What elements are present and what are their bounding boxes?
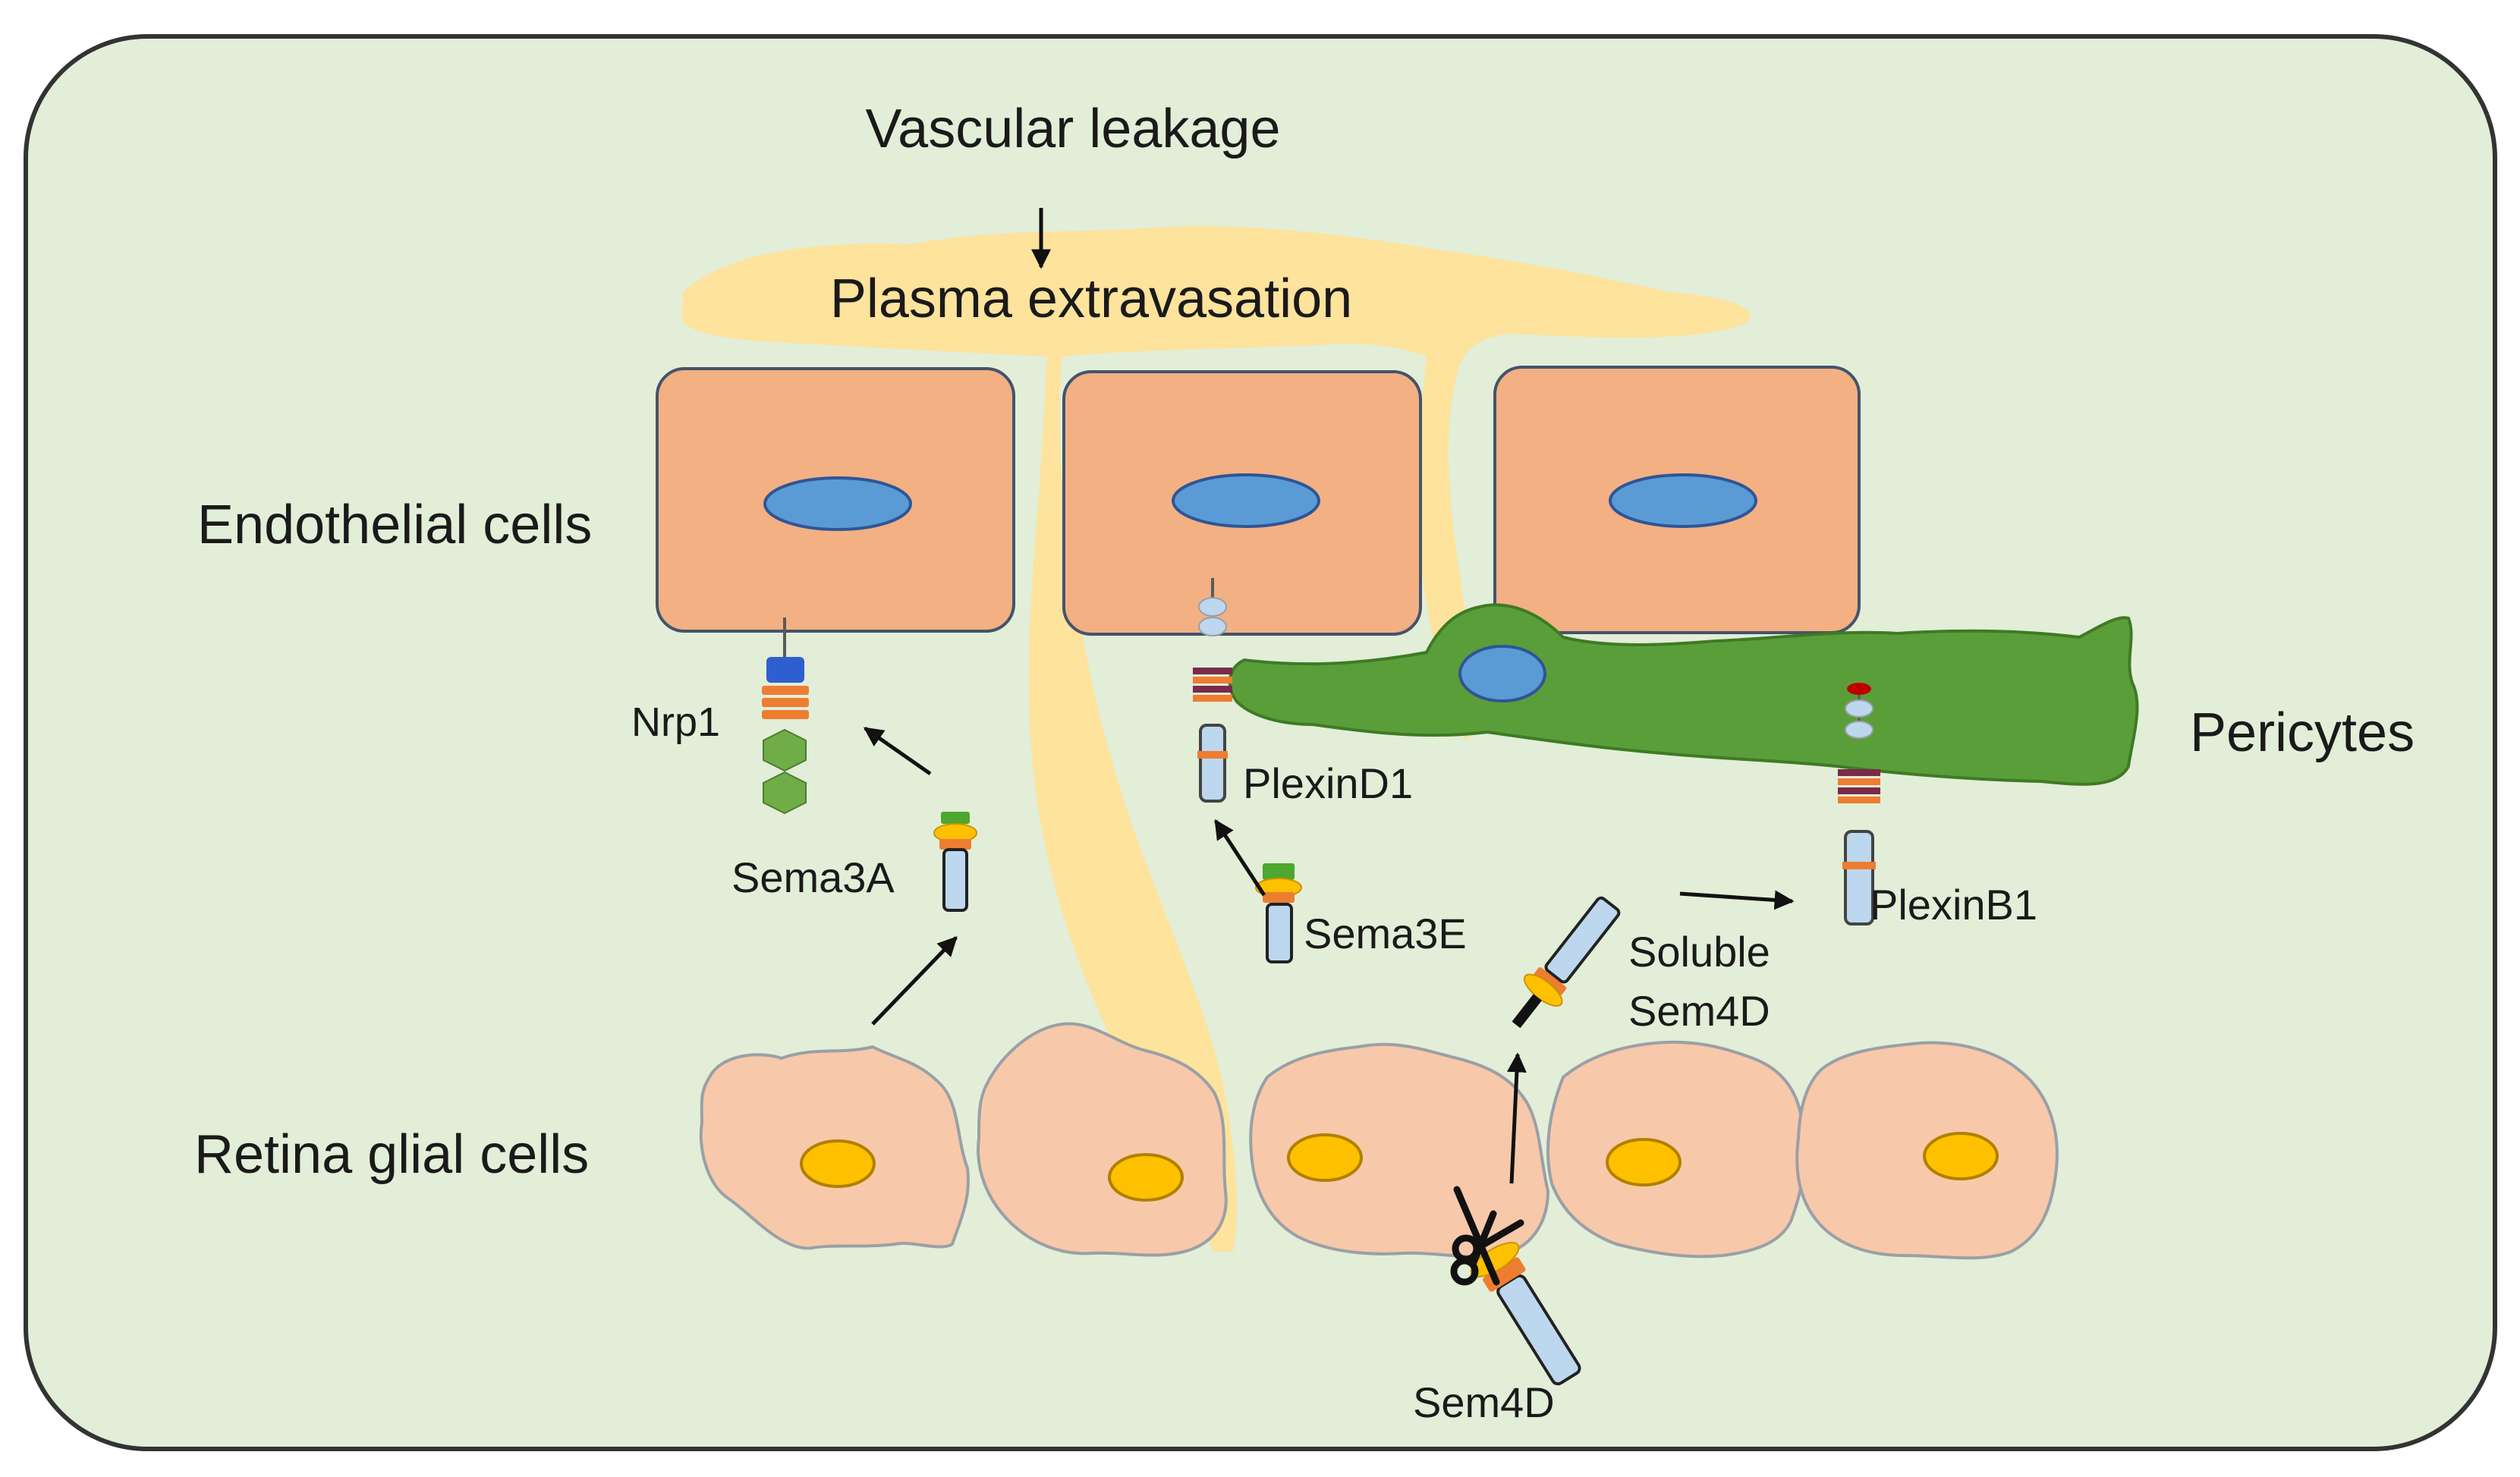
label-plexinb1: PlexinB1	[1870, 881, 2037, 929]
glial-cell-4	[1546, 1040, 1807, 1259]
glial-cell-3	[1249, 1042, 1550, 1259]
pericyte-nucleus	[1458, 645, 1546, 702]
title-vascular-leakage: Vascular leakage	[866, 99, 1281, 159]
endothelial-cell-2	[1062, 370, 1422, 636]
glial-nucleus	[1923, 1132, 1999, 1180]
plexinb1-receptor	[1838, 683, 1880, 925]
endothelial-nucleus	[1172, 473, 1320, 528]
arrow-sema3e-to-plexind1	[1213, 819, 1266, 897]
label-soluble: Soluble	[1628, 928, 1770, 976]
scissors-icon	[1450, 1186, 1524, 1286]
label-plasma-extravasation: Plasma extravasation	[830, 269, 1352, 329]
arrows	[863, 208, 1795, 1184]
arrow-cleavage-to-soluble	[1506, 1052, 1527, 1184]
label-plexind1: PlexinD1	[1243, 759, 1413, 807]
glial-cell-2	[977, 1022, 1228, 1257]
soluble-sem4d	[1512, 896, 1621, 1029]
glial-nucleus	[1606, 1138, 1682, 1186]
endothelial-cell-1	[656, 367, 1015, 633]
pericyte-cell	[1228, 603, 2139, 786]
nrp1-receptor	[762, 618, 809, 815]
label-sema3e: Sema3E	[1304, 910, 1467, 957]
label-nrp1: Nrp1	[631, 699, 720, 745]
arrow-sema3a-to-nrp1	[863, 726, 932, 776]
label-sem4d: Sem4D	[1413, 1378, 1555, 1426]
glial-nucleus	[800, 1139, 876, 1188]
plexind1-receptor	[1193, 578, 1232, 803]
arrow-sem4d-to-plexinb1	[1679, 890, 1795, 910]
sema3e-ligand	[1255, 863, 1302, 963]
glial-cell-1	[699, 1045, 970, 1250]
label-sema3a: Sema3A	[731, 853, 895, 901]
plasma-leak	[681, 226, 1751, 1252]
label-endothelial-cells: Endothelial cells	[197, 495, 592, 555]
endothelial-nucleus	[1609, 473, 1757, 528]
sema3a-ligand	[933, 812, 977, 912]
label-pericytes: Pericytes	[2190, 702, 2415, 763]
glial-nucleus	[1287, 1133, 1363, 1182]
glial-nucleus	[1108, 1153, 1184, 1202]
arrow-glial-to-sema3a	[871, 936, 958, 1026]
glial-cell-5	[1795, 1041, 2059, 1260]
endothelial-cell-3	[1493, 366, 1861, 634]
endothelial-nucleus	[763, 476, 912, 531]
label-soluble-sem4d: Sem4D	[1628, 987, 1770, 1035]
label-retina-glial-cells: Retina glial cells	[194, 1124, 589, 1185]
membrane-sem4d	[1450, 1186, 1581, 1386]
